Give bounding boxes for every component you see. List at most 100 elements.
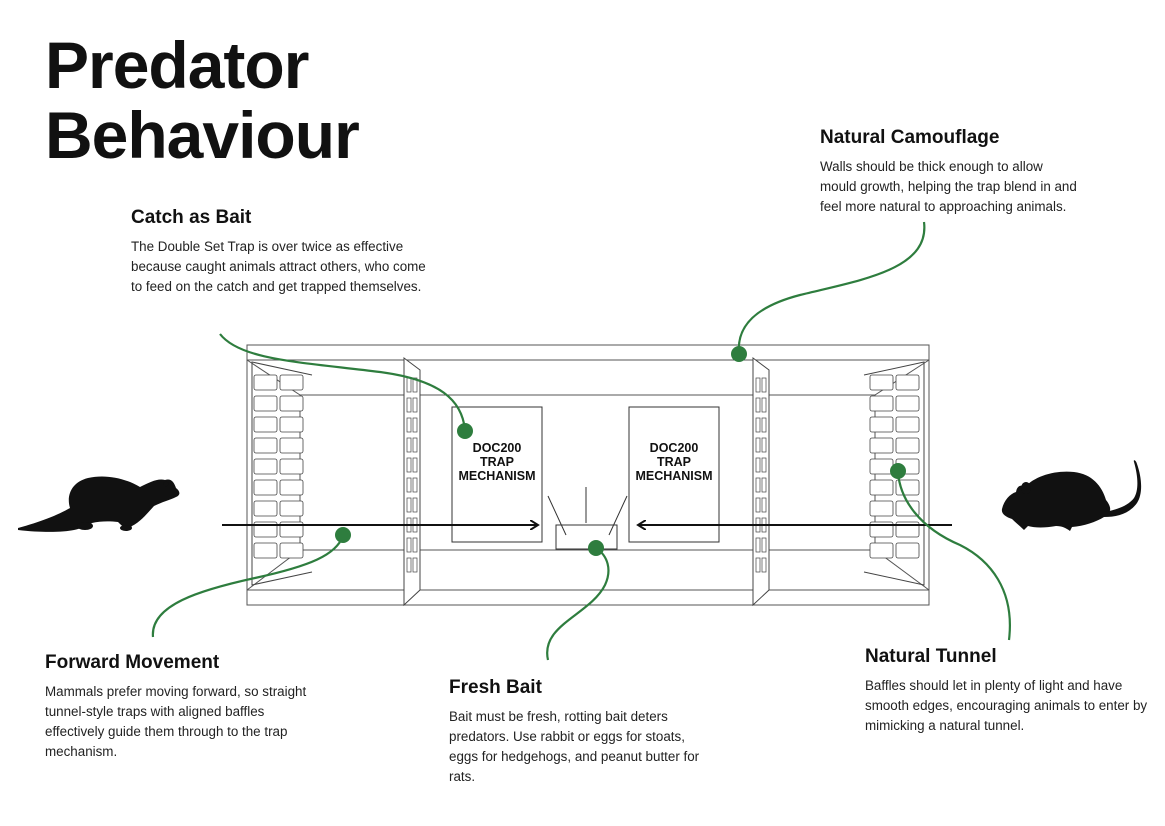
page-title: Predator Behaviour [45, 28, 360, 170]
grille-slat [253, 458, 278, 475]
grille-slat [869, 500, 894, 517]
baffle-slot [761, 477, 767, 493]
left-baffle [403, 357, 421, 607]
baffle-slot [755, 457, 761, 473]
grille-slat [895, 542, 920, 559]
baffle-slot [412, 477, 418, 493]
baffle-slot [412, 497, 418, 513]
baffle-slot [755, 377, 761, 393]
grille-slat [895, 395, 920, 412]
grille-slat [895, 374, 920, 391]
baffle-slot [412, 397, 418, 413]
baffle-slot [761, 377, 767, 393]
mechanism-label-line-2: TRAP [657, 455, 691, 469]
baffle-slot [406, 397, 412, 413]
baffle-slot [761, 397, 767, 413]
baffle-slot [406, 377, 412, 393]
mechanism-label-line-3: MECHANISM [458, 469, 535, 483]
callout-heading: Natural Camouflage [820, 127, 1000, 148]
baffle-slot [412, 377, 418, 393]
grille-slat [253, 437, 278, 454]
callout-heading: Catch as Bait [131, 207, 252, 228]
grille-slat [279, 542, 304, 559]
callout-heading: Natural Tunnel [865, 646, 997, 667]
grille-slat [253, 479, 278, 496]
grille-slat [253, 500, 278, 517]
baffle-slot [761, 537, 767, 553]
baffle-slot [412, 537, 418, 553]
baffle-panel [403, 357, 421, 607]
baffle-slot [406, 557, 412, 573]
baffle-slot [755, 537, 761, 553]
callout-natural-tunnel: Natural Tunnel Baffles should let in ple… [865, 646, 1155, 736]
callout-natural-camouflage: Natural Camouflage Walls should be thick… [820, 127, 1080, 217]
grille-frame [251, 361, 313, 586]
bait-holder [547, 487, 628, 550]
baffle-slot [761, 457, 767, 473]
grille-slat [279, 479, 304, 496]
left-end-grille [251, 361, 313, 586]
baffle-slot [755, 437, 761, 453]
grille-frame [863, 361, 925, 586]
callout-body: Bait must be fresh, rotting bait deters … [449, 709, 700, 784]
baffle-slot [406, 457, 412, 473]
grille-slat [253, 416, 278, 433]
mechanism-label-line-3: MECHANISM [635, 469, 712, 483]
baffle-slot [412, 557, 418, 573]
callout-body: Mammals prefer moving forward, so straig… [45, 684, 307, 759]
trap-box [246, 344, 930, 606]
leader-catch-as-bait [219, 333, 467, 431]
right-baffle [752, 357, 770, 607]
baffle-slot [755, 557, 761, 573]
baffle-slot [412, 457, 418, 473]
callout-catch-as-bait: Catch as Bait The Double Set Trap is ove… [131, 207, 431, 297]
baffle-slot [406, 417, 412, 433]
grille-slat [253, 542, 278, 559]
mechanism-label-line-1: DOC200 [473, 441, 522, 455]
baffle-slot [406, 537, 412, 553]
baffle-slot [761, 437, 767, 453]
baffle-slot [761, 417, 767, 433]
grille-slat [253, 374, 278, 391]
grille-slat [279, 437, 304, 454]
callout-heading: Fresh Bait [449, 677, 542, 698]
leader-natural-tunnel [896, 471, 1011, 641]
callout-forward-movement: Forward Movement Mammals prefer moving f… [45, 652, 315, 762]
grille-slat [869, 416, 894, 433]
baffle-slot [761, 497, 767, 513]
baffle-slot [761, 557, 767, 573]
callout-body: Baffles should let in plenty of light an… [865, 678, 1148, 733]
mechanism-label-line-1: DOC200 [650, 441, 699, 455]
baffle-panel [752, 357, 770, 607]
rat-silhouette-icon [1001, 460, 1142, 531]
callout-body: The Double Set Trap is over twice as eff… [131, 239, 426, 294]
leader-natural-camouflage [737, 221, 926, 354]
baffle-slot [412, 437, 418, 453]
callout-fresh-bait: Fresh Bait Bait must be fresh, rotting b… [449, 677, 714, 787]
callout-body: Walls should be thick enough to allow mo… [820, 159, 1077, 214]
baffle-slot [412, 417, 418, 433]
grille-slat [279, 416, 304, 433]
baffle-slot [406, 497, 412, 513]
grille-slat [869, 479, 894, 496]
title-line-1: Predator [45, 28, 309, 102]
grille-slat [895, 437, 920, 454]
baffle-slot [755, 417, 761, 433]
stoat-silhouette-icon [18, 476, 180, 532]
leader-lines [151, 221, 1011, 661]
baffle-slot [755, 497, 761, 513]
grille-slat [895, 416, 920, 433]
grille-slat [279, 395, 304, 412]
baffle-slot [406, 477, 412, 493]
leader-forward-movement [151, 535, 345, 638]
callout-dots [335, 346, 906, 556]
grille-slat [869, 374, 894, 391]
trap-mechanism-right: DOC200 TRAP MECHANISM [628, 406, 720, 543]
grille-slat [869, 542, 894, 559]
grille-slat [279, 458, 304, 475]
grille-slat [869, 437, 894, 454]
baffle-slot [755, 397, 761, 413]
baffle-slot [755, 477, 761, 493]
callout-heading: Forward Movement [45, 652, 220, 673]
grille-slat [253, 395, 278, 412]
